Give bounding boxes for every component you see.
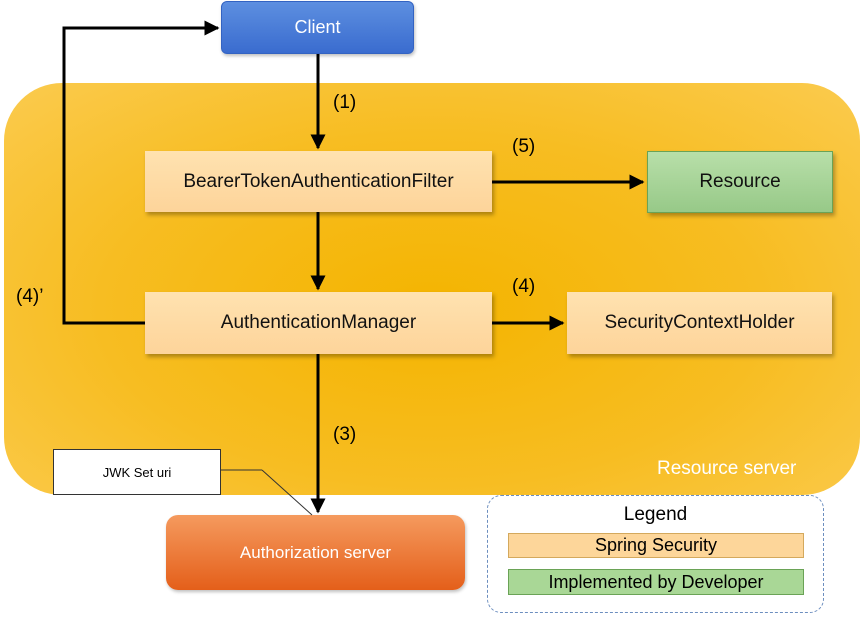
legend: Legend Spring Security Implemented by De… xyxy=(487,495,824,613)
legend-implemented-by-developer: Implemented by Developer xyxy=(508,569,804,595)
bearer-token-authentication-filter-node[interactable]: BearerTokenAuthenticationFilter xyxy=(145,151,492,212)
security-context-holder-node[interactable]: SecurityContextHolder xyxy=(567,292,832,354)
resource-server-label: Resource server xyxy=(657,458,797,479)
legend-spring-security: Spring Security xyxy=(508,533,804,558)
step-1-label: (1) xyxy=(333,92,357,113)
authorization-server-node[interactable]: Authorization server xyxy=(166,515,465,590)
step-4-prime-label: (4)’ xyxy=(16,286,44,307)
step-4-label: (4) xyxy=(512,276,536,297)
authentication-manager-node[interactable]: AuthenticationManager xyxy=(145,292,492,354)
jwk-callout-pointer-diagonal xyxy=(261,469,313,516)
jwk-set-uri-callout: JWK Set uri xyxy=(53,449,221,495)
resource-node[interactable]: Resource xyxy=(647,151,833,213)
step-5-label: (5) xyxy=(512,136,536,157)
client-node[interactable]: Client xyxy=(221,1,414,54)
step-3-label: (3) xyxy=(333,424,357,445)
arrow-manager-to-client xyxy=(62,20,220,325)
legend-title: Legend xyxy=(623,504,688,525)
